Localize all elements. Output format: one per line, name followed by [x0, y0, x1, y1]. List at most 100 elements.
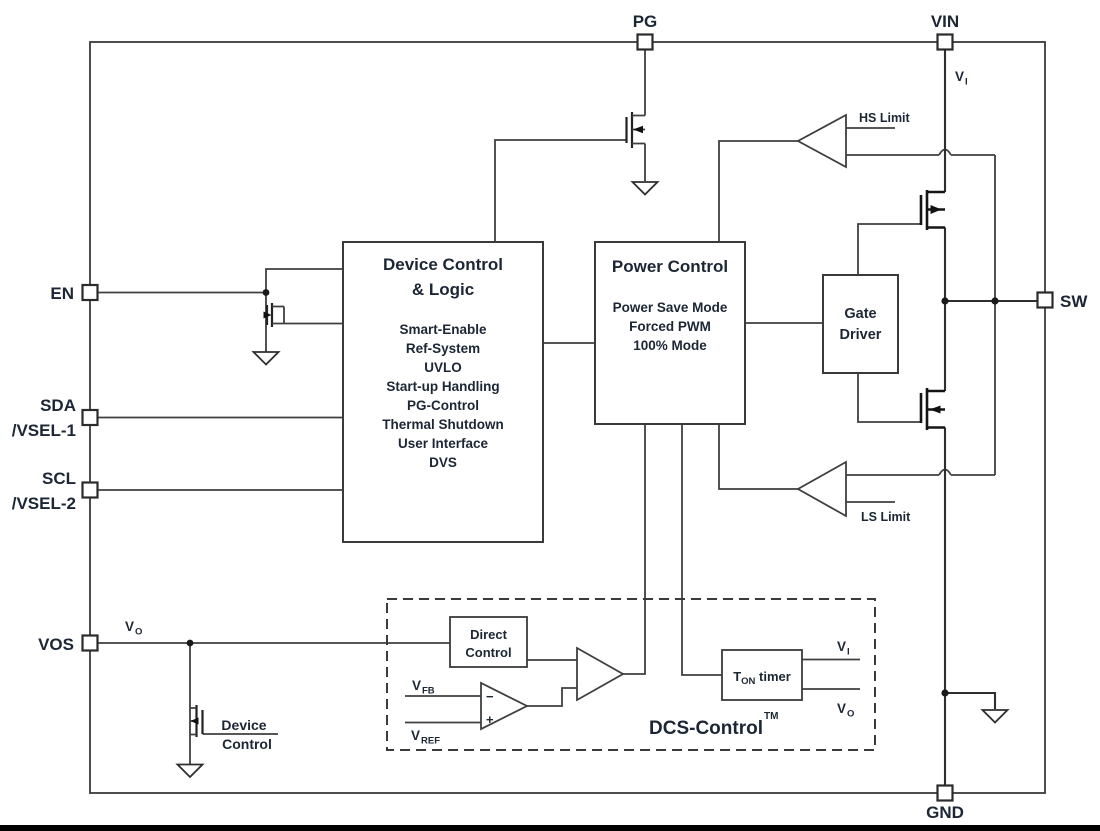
scl-pin [81, 481, 99, 499]
power-control-item: Power Save Mode [613, 300, 728, 315]
vref-label: V [411, 728, 420, 743]
ton-feed-wire [681, 424, 722, 676]
device-control-block: Device Control & Logic Smart-Enable Ref-… [342, 241, 544, 543]
rail-vi-label-sub: I [965, 77, 968, 88]
vos-fet-arrow [190, 717, 199, 725]
vos-vo-label-sub: O [135, 627, 142, 638]
gnd-pin [936, 784, 954, 802]
pg-gate-wire [494, 139, 627, 242]
hs-limit-comparator-icon [796, 113, 847, 169]
ton-timer-box [721, 649, 803, 701]
amplifier-icon [576, 646, 625, 702]
en-pin-label: EN [50, 284, 74, 303]
comp-out-wire [527, 687, 577, 707]
vos-fet [190, 705, 204, 737]
vos-fet-label-2: Control [222, 736, 272, 752]
ls-limit-label: LS Limit [861, 510, 911, 524]
device-control-item: PG-Control [407, 398, 479, 413]
internal-ground-icon [980, 709, 1010, 724]
power-control-title: Power Control [612, 257, 728, 276]
ton-vi-label: V [837, 639, 846, 654]
power-control-item: Forced PWM [629, 319, 711, 334]
device-control-box [342, 241, 544, 543]
comparator-plus: + [486, 712, 494, 727]
vin-pin [936, 33, 954, 51]
vos-pin [81, 634, 99, 652]
power-control-item: 100% Mode [633, 338, 707, 353]
amp-out-wire [623, 424, 646, 675]
scl-pin-label-2: /VSEL-2 [12, 494, 76, 513]
ton-vo-label: V [837, 701, 846, 716]
sda-pin [81, 408, 99, 427]
vos-junction-dot [186, 639, 194, 647]
en-fet-stubs [272, 305, 284, 325]
vos-pin-label: VOS [38, 635, 74, 654]
ls-gate-wire [857, 373, 921, 423]
ls-fet [919, 388, 945, 430]
direct-control-label-2: Control [465, 645, 511, 660]
wires [97, 49, 1038, 786]
dcs-control-label: DCS-Control [649, 718, 763, 739]
vin-pin-label: VIN [931, 12, 959, 31]
device-control-title-2: & Logic [412, 280, 474, 299]
sw-junction-dot-2 [991, 297, 999, 305]
device-control-item: User Interface [398, 436, 489, 451]
ton-vo-label-sub: O [847, 709, 854, 720]
vos-fet-label-1: Device [221, 717, 266, 733]
sw-pin-label: SW [1060, 292, 1088, 311]
device-control-item: Thermal Shutdown [382, 417, 504, 432]
hs-gate-wire [857, 223, 921, 275]
en-ground-icon [251, 351, 281, 366]
ton-timer-label: TON timer [733, 669, 791, 687]
vos-vo-label: V [125, 619, 134, 634]
ls-fet-arrow [929, 405, 941, 414]
hs-comp-output-wire [718, 140, 798, 242]
direct-control-label-1: Direct [470, 627, 508, 642]
vfb-label-sub: FB [422, 686, 435, 697]
dcs-control-tm: TM [764, 711, 778, 722]
rail-vi-label: V [955, 69, 964, 84]
gnd-pin-label: GND [926, 803, 964, 822]
comparator-minus: − [486, 689, 494, 704]
pg-fet-arrow [633, 125, 643, 134]
gate-driver-label-2: Driver [840, 327, 882, 343]
en-to-block-wire [265, 268, 343, 293]
error-comparator: − + V FB V REF [411, 678, 530, 747]
device-control-item: Smart-Enable [399, 322, 487, 337]
vfb-label: V [412, 678, 421, 693]
pins: PG VIN EN SDA /VSEL-1 SCL /VSEL-2 VOS SW… [12, 12, 1089, 822]
footer-bar [0, 825, 1100, 831]
pg-pin [636, 33, 654, 51]
en-fet [263, 303, 284, 327]
hs-fet [919, 190, 945, 230]
ton-vi-label-sub: I [847, 647, 850, 658]
sw-junction-dot-1 [941, 297, 949, 305]
ls-limit-comparator-icon [796, 460, 847, 518]
sda-pin-label-2: /VSEL-1 [12, 421, 76, 440]
power-control-box [594, 241, 746, 425]
vos-ground-icon [175, 763, 205, 779]
ton-timer-block: TON timer V I V O [721, 639, 854, 720]
device-control-title-1: Device Control [383, 255, 503, 274]
sda-pin-label-1: SDA [40, 396, 76, 415]
direct-control-box [449, 616, 528, 668]
device-control-item: Ref-System [406, 341, 480, 356]
device-control-item: DVS [429, 455, 457, 470]
gate-driver-label-1: Gate [844, 306, 876, 322]
vref-label-sub: REF [421, 736, 440, 747]
en-pin [81, 283, 99, 302]
pg-fet [625, 112, 645, 148]
gate-driver-block: Gate Driver [822, 274, 899, 374]
device-control-item: UVLO [424, 360, 462, 375]
gnd-branch-wire [945, 691, 997, 709]
pg-pin-label: PG [633, 12, 658, 31]
hs-fet-arrow [930, 205, 942, 214]
gate-driver-box [822, 274, 899, 374]
hs-limit-label: HS Limit [859, 111, 911, 125]
direct-control-block: Direct Control [449, 616, 528, 668]
power-control-block: Power Control Power Save Mode Forced PWM… [594, 241, 746, 425]
scl-pin-label-1: SCL [42, 469, 76, 488]
dcs-control-box [386, 598, 876, 751]
